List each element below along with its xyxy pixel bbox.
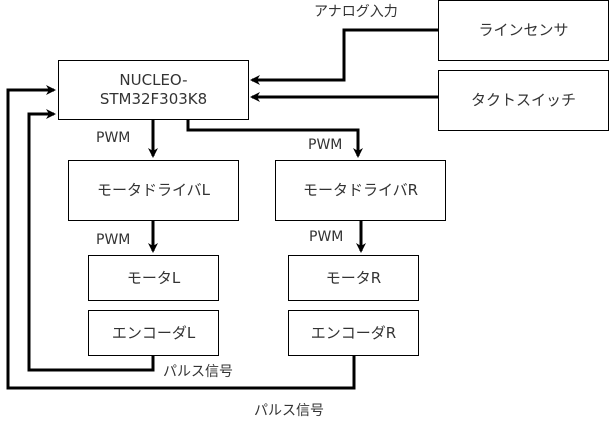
motor-driver-l-label: モータドライバL — [96, 181, 211, 199]
edge-label-pwm-driver-l: PWM — [96, 130, 131, 146]
encoder-l-block: エンコーダL — [88, 310, 219, 356]
edge-mcu-to-driver-r — [186, 120, 363, 158]
motor-driver-l-block: モータドライバL — [68, 160, 239, 221]
edge-label-analog-input: アナログ入力 — [314, 4, 398, 20]
edge-line-sensor-to-mcu — [250, 28, 438, 85]
motor-r-label: モータR — [325, 268, 382, 287]
edge-encoder-r-to-mcu — [6, 85, 356, 390]
edge-label-pwm-motor-l: PWM — [96, 232, 131, 248]
edge-label-pwm-driver-r: PWM — [308, 137, 343, 153]
encoder-l-label: エンコーダL — [111, 323, 196, 342]
mcu-label-line1: NUCLEO- — [119, 71, 188, 89]
tact-switch-block: タクトスイッチ — [438, 70, 609, 131]
line-sensor-block: ラインセンサ — [438, 0, 609, 61]
mcu-label-line2: STM32F303K8 — [99, 90, 208, 108]
edge-label-pulse-r: パルス信号 — [254, 403, 324, 419]
edge-label-pulse-l: パルス信号 — [163, 364, 233, 380]
motor-l-block: モータL — [88, 255, 219, 301]
encoder-r-block: エンコーダR — [288, 310, 419, 356]
tact-switch-label: タクトスイッチ — [470, 91, 576, 109]
motor-r-block: モータR — [288, 255, 419, 301]
mcu-block: NUCLEO- STM32F303K8 — [58, 60, 249, 120]
edge-encoder-l-to-mcu — [27, 109, 155, 372]
edge-label-pwm-motor-r: PWM — [309, 229, 344, 245]
motor-driver-r-block: モータドライバR — [275, 160, 446, 221]
motor-l-label: モータL — [126, 268, 181, 287]
motor-driver-r-label: モータドライバR — [302, 181, 419, 199]
encoder-r-label: エンコーダR — [310, 323, 397, 342]
line-sensor-label: ラインセンサ — [478, 21, 569, 39]
